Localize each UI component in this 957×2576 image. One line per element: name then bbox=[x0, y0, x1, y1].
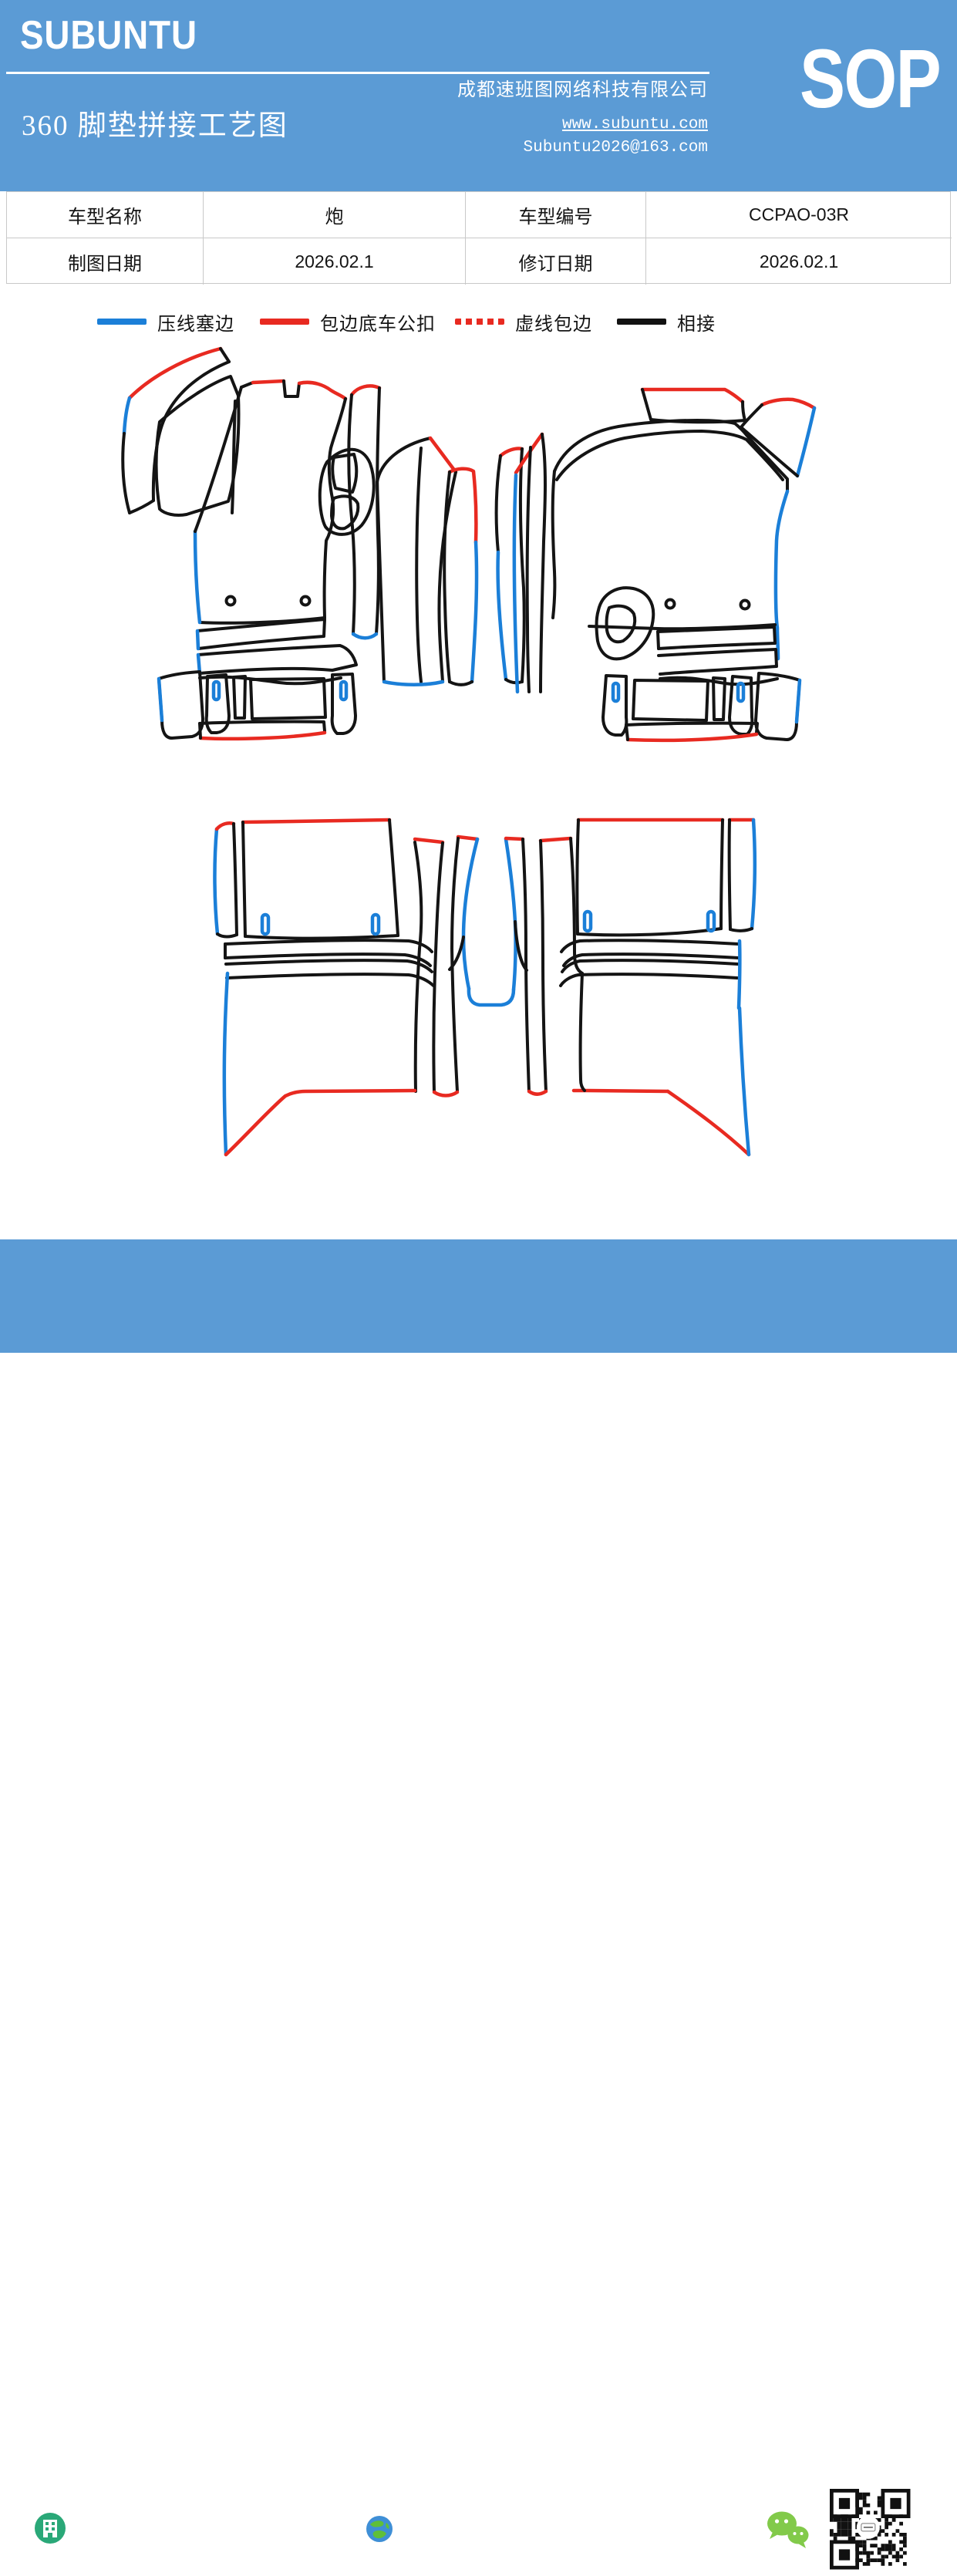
table-label-model-name: 车型名称 bbox=[7, 192, 204, 238]
table-value-draw-date: 2026.02.1 bbox=[204, 238, 466, 285]
floor-mat-cutting-diagram bbox=[121, 346, 817, 1157]
legend-item-dotted: 虚线包边 bbox=[455, 308, 592, 335]
legend-item-blue: 压线塞边 bbox=[97, 308, 234, 335]
table-value-model-name: 炮 bbox=[204, 192, 466, 238]
building-icon bbox=[35, 2513, 66, 2544]
blue-line-swatch bbox=[97, 319, 147, 325]
footer-company-name: 成都速班图网络科技有限公司 bbox=[73, 2521, 364, 2544]
header-divider bbox=[6, 72, 709, 74]
page-footer: 成都速班图网络科技有限公司 www.subuntu.com bbox=[0, 1239, 957, 2572]
table-value-revise-date: 2026.02.1 bbox=[759, 251, 839, 271]
legend-label: 相接 bbox=[677, 314, 716, 335]
legend-item-black: 相接 bbox=[617, 308, 716, 335]
header-website-link[interactable]: www.subuntu.com bbox=[561, 116, 708, 133]
rear-mat-group bbox=[213, 818, 757, 1157]
sop-badge: SOP bbox=[799, 32, 942, 125]
passenger-mat-group bbox=[494, 387, 817, 743]
black-line-swatch bbox=[617, 319, 666, 325]
red-line-swatch bbox=[260, 319, 309, 325]
table-label-revise-date: 修订日期 bbox=[466, 238, 646, 285]
globe-icon bbox=[366, 2516, 393, 2542]
qr-code bbox=[823, 2483, 914, 2572]
page-header: SUBUNTU 360 脚垫拼接工艺图 成都速班图网络科技有限公司 www.su… bbox=[0, 0, 957, 191]
driver-mat-group bbox=[121, 346, 479, 741]
table-label-model-code: 车型编号 bbox=[466, 192, 646, 238]
footer-website-link[interactable]: www.subuntu.com bbox=[401, 2520, 554, 2539]
legend-label: 虚线包边 bbox=[515, 314, 592, 335]
legend-item-red: 包边底车公扣 bbox=[260, 308, 436, 335]
legend-label: 包边底车公扣 bbox=[320, 314, 436, 335]
page-title: 360 脚垫拼接工艺图 bbox=[22, 110, 288, 142]
header-email: Subuntu2026@163.com bbox=[523, 139, 708, 157]
wechat-icon bbox=[767, 2511, 809, 2548]
dotted-line-swatch bbox=[455, 319, 504, 325]
vehicle-info-table: 车型名称 炮 车型编号 CCPAO-03R 制图日期 2026.02.1 修订日… bbox=[6, 191, 952, 285]
line-legend: 压线塞边 包边底车公扣 虚线包边 相接 bbox=[0, 308, 957, 335]
table-value-model-code: CCPAO-03R bbox=[646, 192, 952, 238]
header-company-name: 成都速班图网络科技有限公司 bbox=[457, 80, 708, 100]
brand-logo: SUBUNTU bbox=[20, 13, 197, 58]
legend-label: 压线塞边 bbox=[157, 314, 234, 335]
table-label-draw-date: 制图日期 bbox=[7, 238, 204, 285]
